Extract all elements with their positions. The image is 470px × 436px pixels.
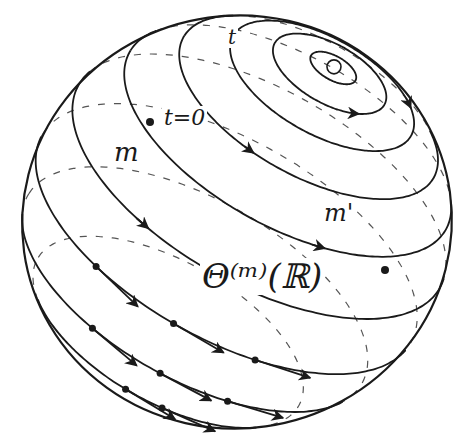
latitude-circle xyxy=(38,300,256,428)
latitude-circle xyxy=(72,83,443,319)
latitude-circle xyxy=(22,214,342,412)
tangent-vector xyxy=(126,389,176,419)
tangent-vector xyxy=(174,324,224,353)
tangent-vector xyxy=(96,266,138,306)
flow-arrowhead xyxy=(137,219,148,229)
point-dot xyxy=(224,398,231,405)
latitude-circle xyxy=(124,50,451,256)
latitude-circle-hidden xyxy=(233,16,430,132)
flow-arrowhead xyxy=(312,245,325,249)
pole-circle xyxy=(327,60,341,74)
time-label: t=0 xyxy=(162,106,207,130)
point-dot xyxy=(157,370,164,377)
time-label: t xyxy=(226,26,238,48)
tangent-vector xyxy=(255,360,310,378)
point-dot xyxy=(170,320,177,327)
tangent-vector xyxy=(228,401,284,418)
latitude-circle xyxy=(36,137,405,374)
latitude-circle-hidden xyxy=(156,25,451,205)
point-dot xyxy=(252,356,259,363)
latitude-circle-hidden xyxy=(43,104,417,351)
flow-arrowhead xyxy=(409,103,411,108)
latitude-circle xyxy=(131,31,156,51)
point-dot xyxy=(381,266,389,274)
latitude-circle-hidden xyxy=(29,167,368,402)
point-dot xyxy=(146,118,154,126)
latitude-circle xyxy=(230,21,414,152)
latitude-circle-hidden xyxy=(90,54,446,279)
latitude-circle xyxy=(310,52,356,85)
tangent-vector xyxy=(160,373,211,400)
latitude-circle xyxy=(273,34,386,114)
flow-arrowhead xyxy=(245,147,254,153)
point-dot xyxy=(122,386,129,393)
tangent-vector xyxy=(162,408,215,431)
tangent-vector xyxy=(92,328,136,365)
latitude-circle xyxy=(80,71,90,83)
latitude-circle xyxy=(179,36,438,199)
point-dot xyxy=(93,263,100,270)
point-dot xyxy=(89,325,96,332)
orbit-label: Θ⁽ᵐ⁾(ℝ) xyxy=(200,258,324,295)
flow-arrowhead xyxy=(355,113,359,115)
point-label: m' xyxy=(322,200,355,226)
point-label: m xyxy=(112,138,141,167)
